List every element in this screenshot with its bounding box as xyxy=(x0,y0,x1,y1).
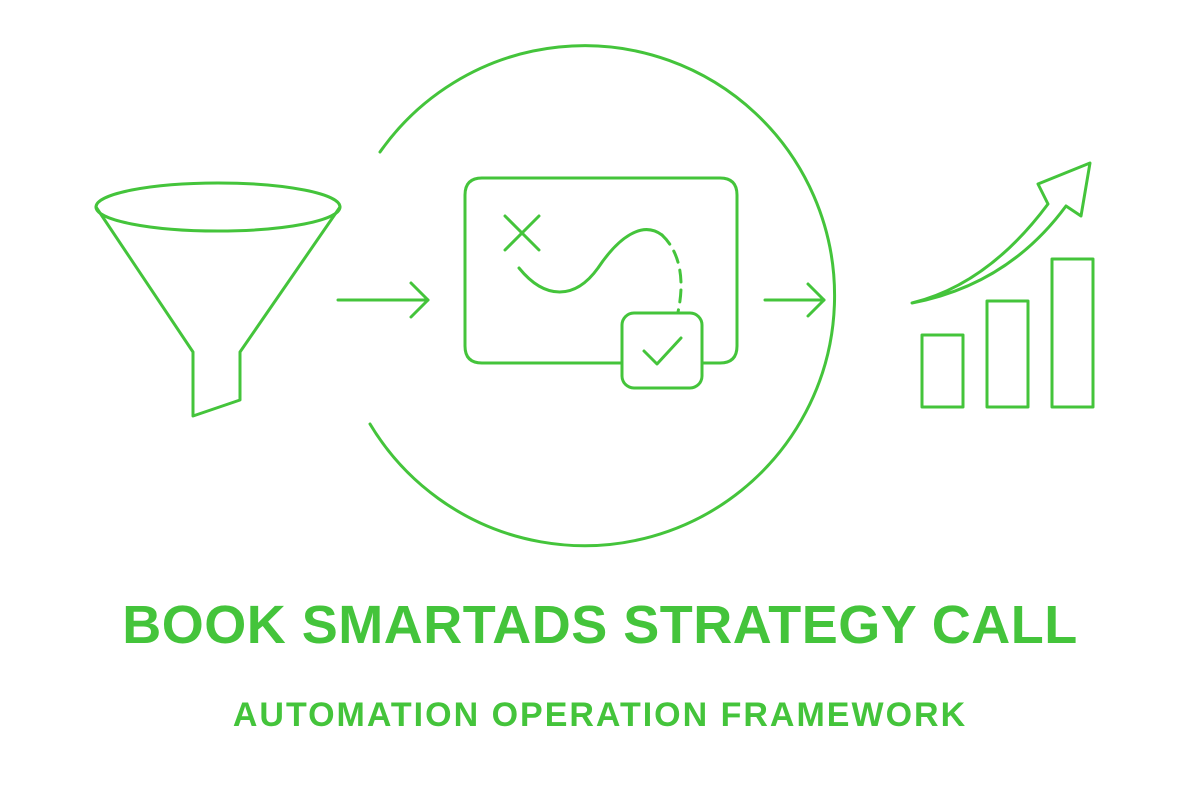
trend-up-arrow-icon xyxy=(910,161,1092,305)
checkmark-icon xyxy=(620,311,704,390)
page-title: BOOK SMARTADS STRATEGY CALL xyxy=(122,595,1078,655)
arrow-right-icon xyxy=(336,281,430,319)
arrow-right-icon xyxy=(763,282,826,318)
x-mark-icon xyxy=(503,214,541,252)
page-subtitle: AUTOMATION OPERATION FRAMEWORK xyxy=(232,696,968,734)
funnel-icon xyxy=(94,181,342,418)
growth-bar-chart-icon xyxy=(920,257,1095,409)
strategy-board-icon xyxy=(463,176,739,365)
circle-loop-icon xyxy=(368,44,837,548)
